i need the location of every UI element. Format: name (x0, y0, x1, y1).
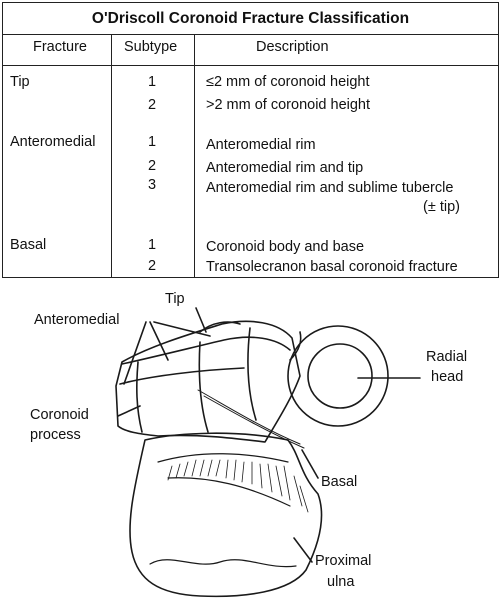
label-coronoid-2: process (30, 427, 81, 443)
basal-fracture-line (197, 389, 301, 445)
cell-description: Coronoid body and base (206, 239, 365, 255)
label-ulna-2: ulna (327, 574, 355, 590)
proximal-ulna-outline (129, 432, 323, 598)
table-title: O'Driscoll Coronoid Fracture Classificat… (91, 10, 410, 27)
cell-subtype: 1 (147, 237, 157, 253)
leader-tip (195, 307, 207, 333)
ulna-hatching (167, 459, 309, 513)
coronoid-segment-line (136, 361, 143, 433)
ulna-articular-edge (167, 477, 291, 507)
cell-description: Anteromedial rim and sublime tubercle (206, 180, 454, 196)
coronoid-segment-line (247, 327, 257, 421)
column-divider-1 (111, 34, 112, 277)
label-coronoid-1: Coronoid (30, 407, 89, 423)
leader-anteromedial (123, 321, 147, 385)
leader-anteromedial (153, 321, 211, 337)
cell-fracture-tip: Tip (10, 74, 30, 90)
cell-description: >2 mm of coronoid height (206, 97, 371, 113)
column-divider-2 (194, 34, 195, 277)
coronoid-top-edge (121, 336, 291, 365)
header-subtype: Subtype (124, 39, 178, 55)
label-tip: Tip (165, 291, 185, 307)
basal-fracture-line (203, 395, 305, 449)
coronoid-segment-line (198, 341, 209, 433)
leader-basal (301, 449, 319, 479)
cell-fracture-basal: Basal (10, 237, 47, 253)
header-divider (3, 65, 498, 66)
coronoid-lower-edge (119, 367, 245, 385)
cell-description-continued: (± tip) (423, 199, 460, 215)
cell-subtype: 2 (147, 97, 157, 113)
cell-description: Anteromedial rim and tip (206, 160, 364, 176)
cell-fracture-anteromedial: Anteromedial (10, 134, 96, 150)
cell-subtype: 1 (147, 134, 157, 150)
cell-subtype: 2 (147, 258, 157, 274)
radial-head-neck (289, 331, 302, 361)
cell-description: Transolecranon basal coronoid fracture (206, 259, 458, 275)
label-ulna-1: Proximal (315, 553, 371, 569)
cell-subtype: 1 (147, 74, 157, 90)
ulna-fracture-edge (149, 559, 297, 568)
leader-ulna (293, 537, 313, 563)
classification-table: O'Driscoll Coronoid Fracture Classificat… (2, 2, 499, 278)
label-basal: Basal (321, 474, 357, 490)
ulna-articular-edge (157, 453, 289, 463)
header-fracture: Fracture (33, 39, 87, 55)
radial-head-inner (307, 343, 373, 409)
radial-head-outer (287, 325, 389, 427)
title-divider (3, 34, 498, 35)
cell-description: ≤2 mm of coronoid height (206, 74, 370, 90)
cell-subtype: 3 (147, 177, 157, 193)
label-anteromedial: Anteromedial (34, 312, 119, 328)
coronoid-anatomy-diagram: Tip Anteromedial Coronoid process Radial… (30, 291, 467, 598)
cell-description: Anteromedial rim (206, 137, 316, 153)
header-description: Description (256, 39, 329, 55)
cell-subtype: 2 (147, 158, 157, 174)
leader-coronoid (117, 405, 141, 417)
label-radial-1: Radial (426, 349, 467, 365)
label-radial-2: head (431, 369, 463, 385)
leader-anteromedial (149, 321, 169, 361)
tip-bump (199, 321, 241, 333)
coronoid-process-outline (115, 320, 301, 443)
